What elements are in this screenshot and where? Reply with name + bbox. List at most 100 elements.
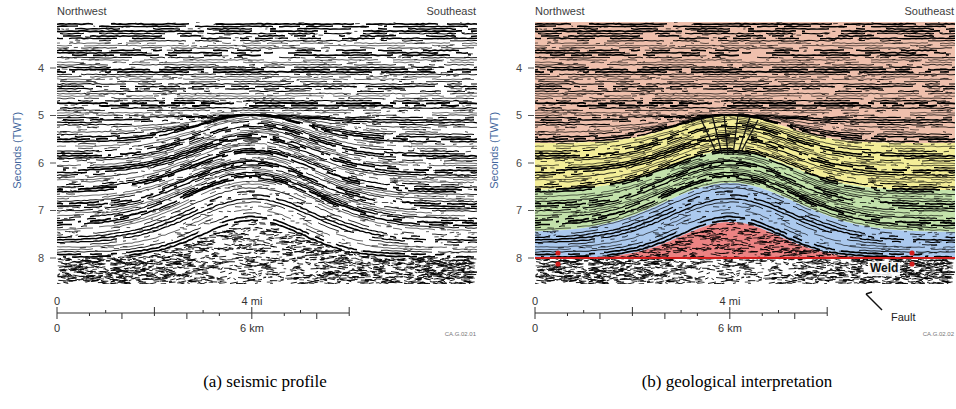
scale-bars bbox=[57, 307, 827, 319]
reflector bbox=[535, 83, 955, 85]
reflector bbox=[57, 138, 477, 173]
direction-label: Northwest bbox=[57, 5, 107, 18]
km-tick bbox=[154, 313, 155, 316]
reflector bbox=[535, 141, 955, 178]
chaotic-facies bbox=[535, 222, 955, 284]
km-tick bbox=[632, 313, 633, 316]
axis-title: Seconds (TWT) bbox=[489, 111, 502, 188]
axis-tick-label: 7 bbox=[38, 204, 44, 217]
fault-line bbox=[724, 114, 728, 155]
subfigure-caption: (b) geological interpretation bbox=[642, 372, 833, 392]
reflector bbox=[57, 198, 477, 242]
reflector bbox=[535, 177, 955, 226]
km-tick bbox=[251, 313, 252, 319]
reflector bbox=[577, 40, 955, 42]
weld-label: Weld bbox=[868, 262, 900, 276]
mile-tick bbox=[827, 307, 828, 313]
axis-tick-label: 4 bbox=[38, 62, 44, 75]
reflector bbox=[538, 81, 940, 83]
reflector bbox=[60, 33, 477, 35]
reflector bbox=[535, 66, 955, 68]
reflector bbox=[63, 220, 474, 257]
mile-tick bbox=[632, 307, 633, 313]
seismic-section bbox=[57, 22, 477, 284]
reflector bbox=[57, 184, 477, 233]
mile-tick bbox=[300, 310, 301, 313]
reflector bbox=[535, 57, 955, 59]
reflector bbox=[559, 59, 955, 61]
mile-tick bbox=[729, 307, 730, 313]
km-tick bbox=[186, 313, 187, 319]
km-tick bbox=[599, 313, 600, 319]
reflector bbox=[535, 45, 955, 47]
reflector bbox=[72, 54, 471, 56]
reflector bbox=[57, 206, 477, 247]
mile-tick bbox=[203, 310, 204, 313]
mile-tick bbox=[778, 310, 779, 313]
reflector bbox=[535, 49, 937, 51]
figure-code: CA.G.02.02 bbox=[923, 331, 954, 338]
reflector bbox=[57, 83, 477, 85]
km-tick bbox=[827, 313, 828, 316]
mile-tick bbox=[105, 310, 106, 313]
reflector bbox=[57, 180, 477, 228]
km-tick bbox=[794, 313, 795, 319]
reflector bbox=[57, 52, 468, 54]
axis-tick-label: 5 bbox=[516, 109, 522, 122]
axis-tick-label: 6 bbox=[38, 157, 44, 170]
figure-code: CA.G.02.01 bbox=[445, 331, 476, 338]
km-tick bbox=[697, 313, 698, 316]
reflector bbox=[535, 71, 949, 74]
reflector bbox=[57, 49, 459, 51]
reflector bbox=[57, 177, 477, 226]
direction-label: Southeast bbox=[426, 5, 476, 18]
mile-tick bbox=[57, 307, 58, 313]
km-tick bbox=[664, 313, 665, 319]
subfigure-caption: (a) seismic profile bbox=[203, 372, 327, 392]
legend-text: Fault bbox=[891, 311, 915, 324]
reflector bbox=[57, 68, 477, 70]
fault-line bbox=[733, 115, 738, 155]
seismic-noise bbox=[57, 22, 475, 284]
fault-line bbox=[742, 120, 758, 150]
salt-body bbox=[535, 222, 955, 258]
reflector bbox=[57, 71, 471, 74]
reflector bbox=[538, 107, 955, 109]
reflector bbox=[550, 54, 949, 56]
reflector bbox=[57, 102, 477, 105]
axis-tick-label: 4 bbox=[516, 62, 522, 75]
reflector bbox=[57, 171, 465, 217]
reflector bbox=[57, 141, 477, 178]
weld-line bbox=[535, 257, 955, 259]
reflector bbox=[57, 213, 477, 253]
mile-tick bbox=[349, 307, 350, 313]
weld-marker bbox=[555, 261, 560, 266]
scale-label: 4 mi bbox=[242, 295, 263, 308]
reflector bbox=[78, 116, 444, 145]
axis-tick-label: 6 bbox=[516, 157, 522, 170]
mile-tick bbox=[154, 307, 155, 313]
reflector bbox=[57, 88, 477, 90]
km-tick bbox=[121, 313, 122, 319]
km-tick bbox=[316, 313, 317, 319]
km-tick bbox=[219, 313, 220, 316]
axis-title: Seconds (TWT) bbox=[11, 111, 24, 188]
scale-label: 4 mi bbox=[720, 295, 741, 308]
chaotic-facies bbox=[57, 222, 477, 284]
reflector bbox=[63, 35, 477, 37]
direction-label: Southeast bbox=[904, 5, 954, 18]
axis-tick-label: 5 bbox=[38, 109, 44, 122]
reflector bbox=[538, 33, 955, 35]
reflector bbox=[535, 23, 955, 25]
mile-tick bbox=[583, 310, 584, 313]
reflector bbox=[535, 213, 955, 253]
reflector bbox=[535, 102, 955, 105]
reflector bbox=[556, 116, 922, 145]
reflector bbox=[535, 68, 955, 70]
reflector bbox=[99, 40, 477, 42]
mile-tick bbox=[681, 310, 682, 313]
reflector bbox=[535, 206, 955, 247]
reflector bbox=[535, 47, 952, 49]
reflector bbox=[57, 62, 474, 64]
